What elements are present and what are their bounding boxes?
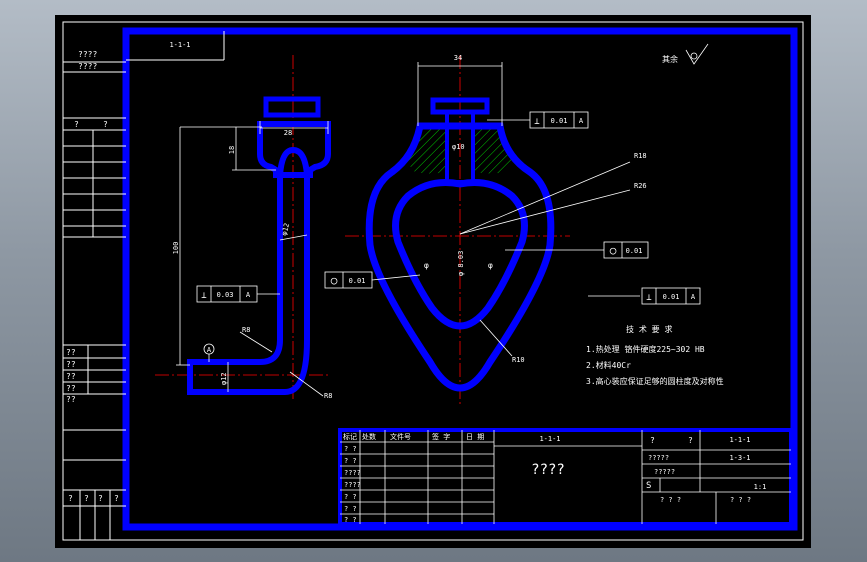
left-small-label: ?? (66, 395, 76, 404)
tb-right-top-b: ? (688, 436, 693, 445)
tech-req-title: 技 术 要 求 (626, 324, 672, 334)
dim-angle-left: φ (424, 261, 429, 270)
left-small-label: ?? (66, 360, 76, 369)
tol-symbol: ⊥ (201, 291, 207, 301)
tol-symbol: ○ (331, 274, 338, 287)
tol-symbol: ○ (610, 244, 617, 257)
tb-code-top: 1-1-1 (539, 435, 560, 443)
tb-row-label: ? ? (344, 505, 357, 513)
tol-value: 0.03 (217, 291, 234, 299)
left-bottom-label: ? (114, 494, 119, 503)
tb-header: 文件号 (390, 432, 411, 441)
tolerance-frame: ⊥ 0.01 A (641, 287, 701, 305)
left-col-label-b: ? (103, 120, 108, 129)
tech-req-item: 2.材料40Cr (586, 360, 631, 370)
left-stamp-line2: ???? (78, 62, 97, 71)
tb-right-code: 1-1-1 (729, 436, 750, 444)
tol-datum: A (579, 117, 584, 125)
tolerance-frame: ○ 0.01 (603, 241, 649, 259)
tb-row-label: ? ? (344, 516, 357, 524)
tb-header: 处数 (362, 432, 376, 441)
left-small-label: ?? (66, 372, 76, 381)
dim-height-total: 100 (172, 242, 180, 255)
dim-dia-rod: φ12 (280, 222, 291, 236)
tb-bottom-b: ? ? ? (730, 496, 751, 504)
title-block: 标记 处数 文件号 签 字 日 期 ? ? ? ? ???? ???? ? ? … (338, 428, 793, 526)
tb-right-top-a: ? (650, 436, 655, 445)
dim-r18: R18 (634, 152, 647, 160)
tech-req-item: 3.高心装应保证足够的圆柱度及对称性 (586, 376, 724, 386)
dim-dia-bore: φ10 (452, 143, 465, 151)
corner-code: 1-1-1 (169, 41, 190, 49)
tol-symbol: ⊥ (534, 117, 540, 127)
tb-s-label: S (646, 481, 651, 491)
tb-right-r3: ????? (654, 468, 675, 476)
tb-header: 标记 (343, 432, 357, 441)
tb-row-label: ? ? (344, 445, 357, 453)
tb-bottom-a: ? ? ? (660, 496, 681, 504)
dim-width-right: 34 (454, 54, 462, 62)
dim-r26: R26 (634, 182, 647, 190)
left-small-label: ?? (66, 348, 76, 357)
left-bottom-label: ? (98, 494, 103, 503)
tol-value: 0.01 (663, 293, 680, 301)
tb-row-label: ? ? (344, 493, 357, 501)
outer-border (62, 21, 804, 541)
dim-r8-upper: R8 (242, 326, 250, 334)
tb-header: 日 期 (466, 433, 484, 441)
tol-value: 0.01 (551, 117, 568, 125)
dim-dia-mid: φ 8.03 (457, 251, 465, 276)
tb-row-label: ???? (344, 481, 361, 489)
tolerance-frame: ⊥ 0.03 A (196, 285, 280, 303)
tb-scale: 1:1 (754, 483, 767, 491)
tol-datum: A (246, 291, 251, 299)
datum-label: A (207, 346, 212, 354)
tech-req-item: 1.热处理 铬件硬度225~302 HB (586, 344, 705, 354)
tol-symbol: ⊥ (646, 293, 652, 303)
tb-header: 签 字 (432, 432, 450, 441)
left-stamp-line1: ???? (78, 50, 97, 59)
tol-value: 0.01 (349, 277, 366, 285)
corner-code-box: 1-1-1 (126, 31, 225, 61)
tb-right-r2-a: ????? (648, 454, 669, 462)
dim-r10: R10 (512, 356, 525, 364)
dim-r8-lower: R8 (324, 392, 332, 400)
right-part-view: 34 R18 R26 R10 φ10 φ 8.03 φ φ 其余 ⊥ 0.01 … (324, 43, 709, 405)
left-part-view: 28 18 100 φ12 φ12 R8 R8 A ⊥ 0.03 A (155, 55, 332, 400)
tolerance-frame: ○ 0.01 (324, 271, 373, 289)
tb-right-r2-b: 1-3-1 (729, 454, 750, 462)
dim-width-top: 28 (284, 129, 292, 137)
surface-finish-label: 其余 (662, 54, 678, 64)
left-bottom-label: ? (68, 494, 73, 503)
dim-angle-right: φ (488, 261, 493, 270)
drawing-frame (122, 27, 798, 531)
tol-datum: A (691, 293, 696, 301)
dim-height-small: 18 (228, 146, 236, 154)
tech-requirements: 技 术 要 求 1.热处理 铬件硬度225~302 HB 2.材料40Cr 3.… (586, 324, 724, 386)
left-stamp-strip (63, 61, 126, 540)
tb-row-label: ? ? (344, 457, 357, 465)
left-col-label-a: ? (74, 120, 79, 129)
left-bottom-label: ? (84, 494, 89, 503)
tol-value: 0.01 (626, 247, 643, 255)
tolerance-frame: ⊥ 0.01 A (529, 111, 589, 129)
left-small-label: ?? (66, 384, 76, 393)
surface-finish-icon (685, 43, 709, 65)
tb-part-name: ???? (531, 462, 565, 478)
dim-hole: φ12 (220, 372, 228, 385)
tb-row-label: ???? (344, 469, 361, 477)
